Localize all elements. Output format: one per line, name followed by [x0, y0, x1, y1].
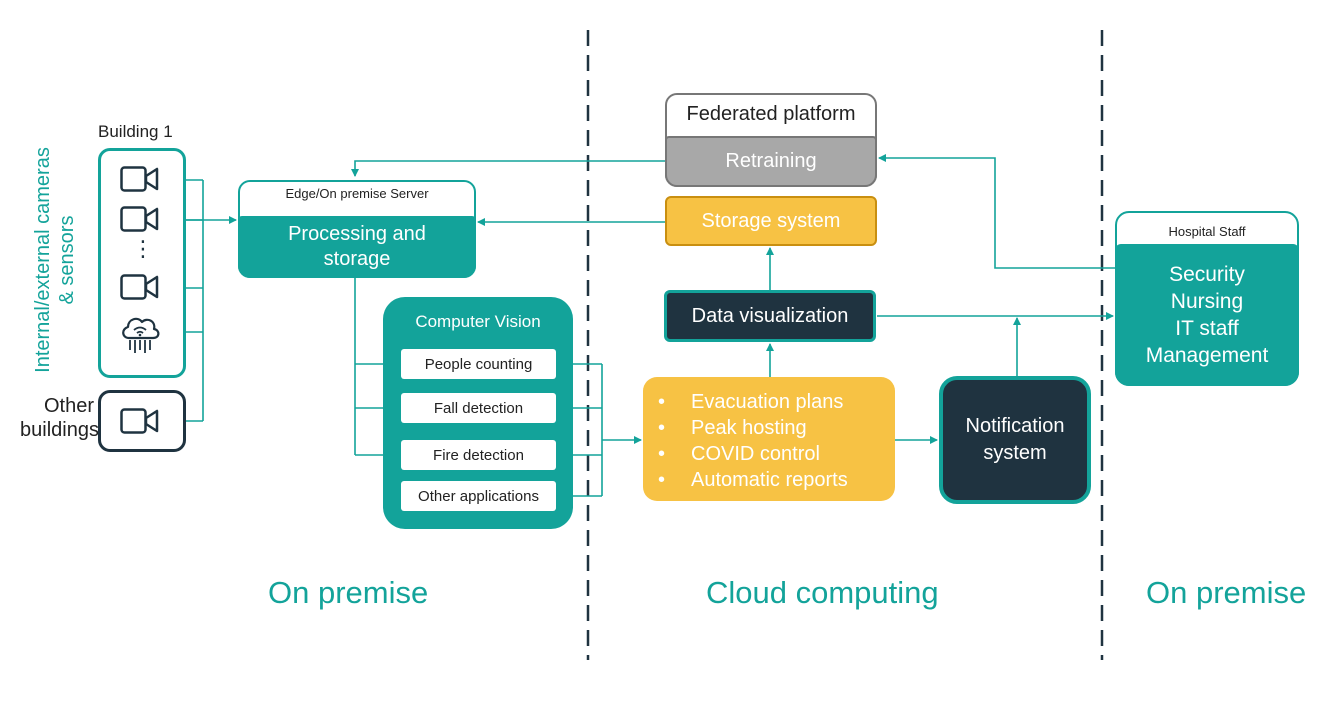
storage-system-block: Storage system [665, 196, 877, 246]
staff-role: Management [1145, 344, 1269, 367]
zone-label-on-premise-left: On premise [268, 575, 429, 610]
data-visualization-block: Data visualization [664, 290, 876, 342]
staff-to-retraining-arrow [878, 154, 1115, 269]
camera-icon [120, 206, 159, 232]
retraining-to-edge-arrow [351, 160, 665, 177]
cv-item-people-counting: People counting [401, 349, 556, 379]
zone-label-on-premise-right: On premise [1146, 575, 1307, 610]
edge-server-title: Edge/On premise Server [285, 186, 429, 201]
camera-icon [120, 274, 159, 300]
staff-role: Security [1169, 263, 1245, 286]
other-buildings-box [98, 390, 186, 452]
use-case-item: Evacuation plans [658, 389, 895, 415]
retraining-block: Retraining [665, 136, 877, 187]
camera-icon [120, 166, 159, 192]
cloud-sensor-icon [122, 317, 160, 353]
use-cases-block: Evacuation plans Peak hosting COVID cont… [643, 377, 895, 501]
other-buildings-label: Other buildings [20, 395, 99, 441]
staff-role: IT staff [1175, 317, 1239, 340]
zone-label-cloud-computing: Cloud computing [706, 575, 939, 610]
use-case-item: Automatic reports [658, 467, 895, 493]
building-1-label: Building 1 [98, 122, 173, 141]
building-1-box [98, 148, 186, 378]
use-case-item: Peak hosting [658, 415, 895, 441]
hospital-staff-roles: Security Nursing IT staff Management [1115, 244, 1299, 386]
computer-vision-title: Computer Vision [415, 312, 541, 331]
federated-platform-title: Federated platform [686, 103, 856, 125]
cv-item-other-applications: Other applications [401, 481, 556, 511]
staff-role: Nursing [1170, 290, 1244, 313]
cameras-sensors-label: Internal/external cameras& sensors [32, 147, 78, 373]
ellipsis-vertical: ⋮ [132, 236, 154, 261]
cv-item-fire-detection: Fire detection [401, 440, 556, 470]
camera-icon [120, 408, 159, 434]
use-case-item: COVID control [658, 441, 895, 467]
cv-item-fall-detection: Fall detection [401, 393, 556, 423]
hospital-staff-title: Hospital Staff [1168, 224, 1246, 239]
